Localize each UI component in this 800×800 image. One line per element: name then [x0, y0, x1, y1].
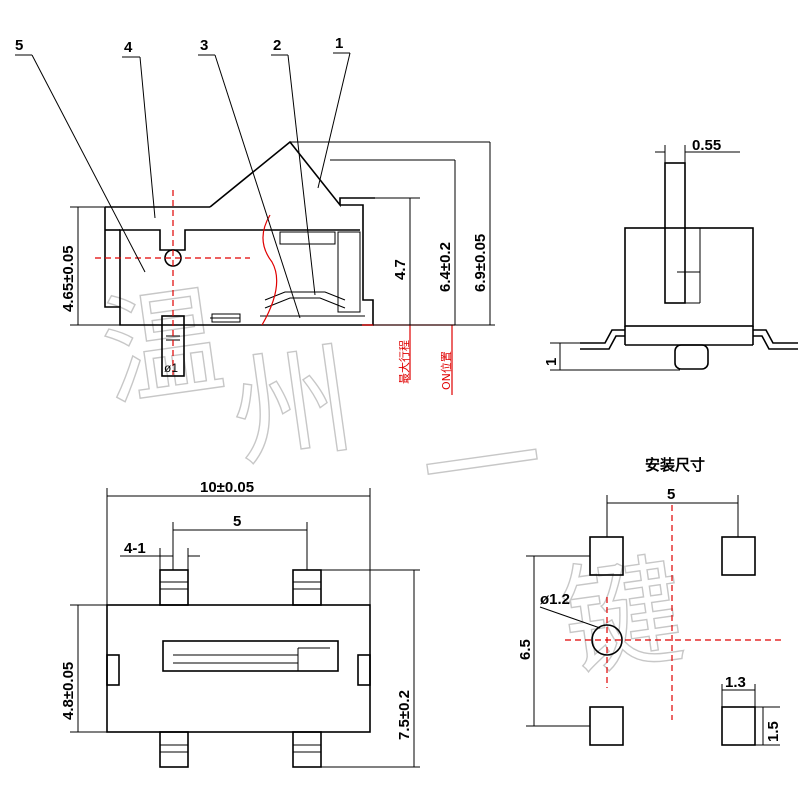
- callout-2: 2: [273, 37, 281, 54]
- dim-side-total: 6.4±0.2: [437, 242, 454, 292]
- svg-text:州: 州: [224, 331, 362, 485]
- callout-4: 4: [124, 39, 133, 56]
- dim-pin-diameter: ø1: [164, 361, 178, 375]
- dim-lever-width: 0.55: [692, 137, 721, 154]
- top-view: 10±0.05 5 4-1 4.8±0.05 7.5±0.2: [60, 479, 420, 768]
- callout-3: 3: [200, 37, 208, 54]
- end-view: 0.55 1: [543, 137, 798, 371]
- dim-footprint-hole: ø1.2: [540, 591, 570, 608]
- note-max-travel: 最大行程: [397, 340, 411, 384]
- callout-5: 5: [15, 37, 23, 54]
- dim-footprint-pad-h: 1.5: [765, 721, 782, 742]
- dim-top-pad: 4-1: [124, 540, 146, 557]
- dim-top-overall-width: 7.5±0.2: [396, 690, 413, 740]
- dim-top-pitch: 5: [233, 513, 241, 530]
- callout-1: 1: [335, 35, 343, 52]
- dim-top-length: 10±0.05: [200, 479, 254, 496]
- dim-footprint-row: 6.5: [517, 639, 534, 660]
- dim-footprint-pitch: 5: [667, 486, 675, 503]
- footprint-view: 安装尺寸 5 ø1.2 6.5 1.3 1.5: [517, 456, 785, 746]
- footprint-title: 安装尺寸: [645, 456, 705, 474]
- side-view: 4.65±0.05 4.7 6.4±0.2 6.9±0.05 ø1 最大行程 O…: [60, 140, 495, 395]
- dim-side-height: 4.65±0.05: [60, 245, 77, 312]
- dim-top-body-width: 4.8±0.05: [60, 662, 77, 720]
- dim-side-travel: 4.7: [392, 259, 409, 280]
- dim-footprint-pad-w: 1.3: [725, 674, 746, 691]
- dim-side-total2: 6.9±0.05: [472, 234, 489, 292]
- note-on-position: ON位置: [439, 351, 453, 390]
- dim-standoff: 1: [543, 358, 560, 366]
- svg-text:一: 一: [414, 391, 552, 545]
- callouts: 5 4 3 2 1: [15, 35, 351, 319]
